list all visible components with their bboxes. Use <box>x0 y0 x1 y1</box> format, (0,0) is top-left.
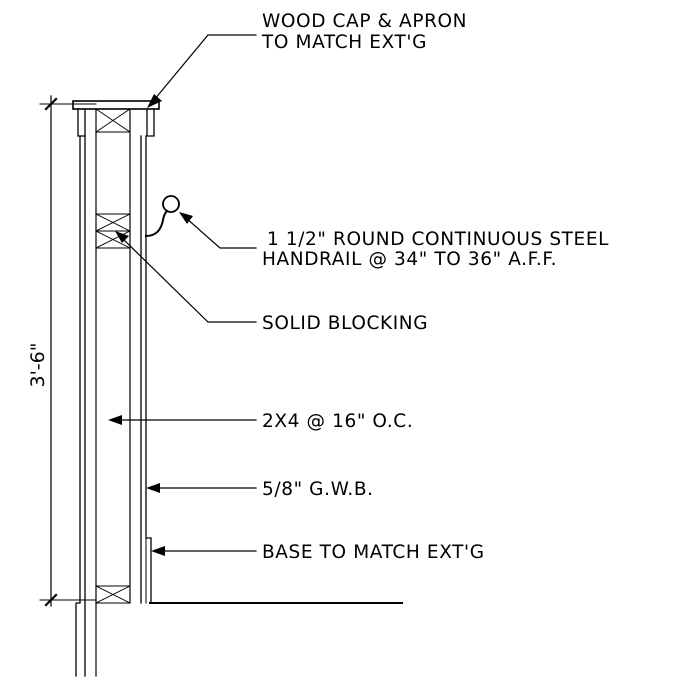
leader-gwb <box>146 483 257 493</box>
label-cap-line1: WOOD CAP & APRON <box>262 11 467 32</box>
leader-studs <box>108 415 257 425</box>
stud-framing <box>95 108 131 677</box>
label-blocking: SOLID BLOCKING <box>262 313 428 334</box>
label-handrail-line2: HANDRAIL @ 34" TO 36" A.F.F. <box>262 249 557 270</box>
leader-blocking <box>115 231 257 323</box>
handrail <box>144 195 180 238</box>
bottom-plate <box>95 585 131 604</box>
top-plate <box>95 108 131 133</box>
label-gwb: 5/8" G.W.B. <box>262 479 374 500</box>
label-base: BASE TO MATCH EXT'G <box>262 542 485 563</box>
dimension-label: 3'-6" <box>27 343 49 388</box>
wall-left-face <box>75 135 86 677</box>
label-studs: 2X4 @ 16" O.C. <box>262 411 413 432</box>
label-handrail-line1: 1 1/2" ROUND CONTINUOUS STEEL <box>267 229 609 250</box>
leader-base <box>151 546 257 556</box>
solid-blocking <box>95 213 131 249</box>
label-cap-line2: TO MATCH EXT'G <box>261 32 427 53</box>
height-dimension: 3'-6" <box>27 95 97 607</box>
leader-handrail <box>179 212 257 249</box>
leader-cap <box>147 34 257 108</box>
wall-right-face <box>140 135 152 604</box>
